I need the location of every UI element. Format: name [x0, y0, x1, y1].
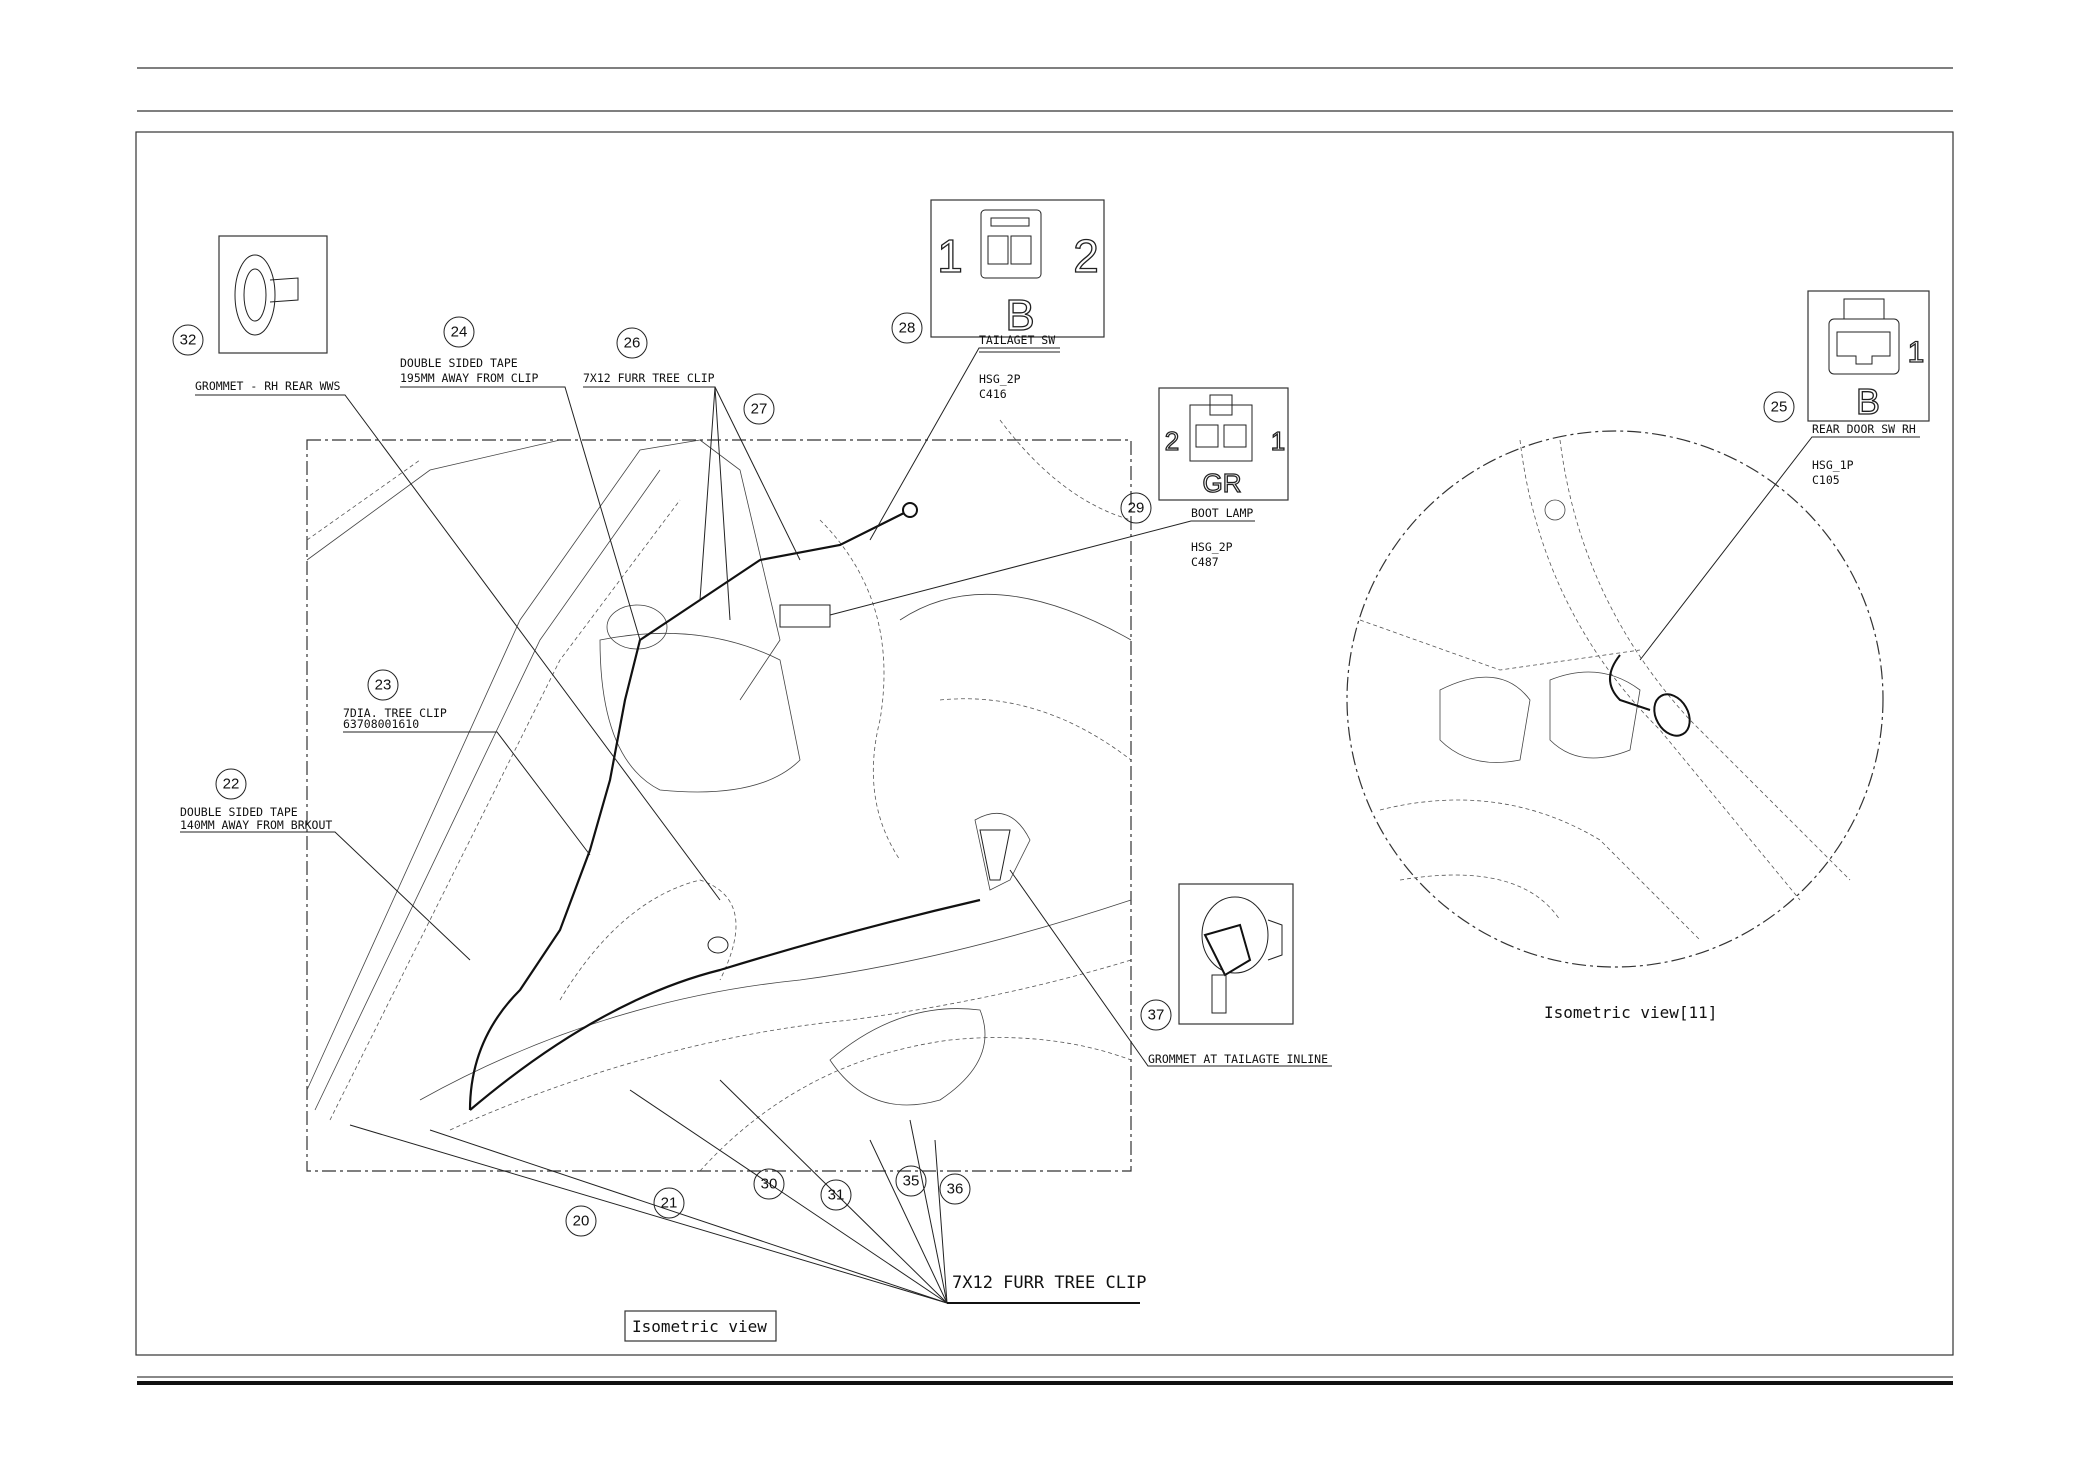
- label-tape-24-line2: 195MM AWAY FROM CLIP: [400, 371, 539, 385]
- detail-view-title: Isometric view[11]: [1544, 1003, 1717, 1022]
- label-tailgate-sw: TAILAGET SW: [979, 333, 1055, 347]
- svg-text:30: 30: [761, 1176, 778, 1193]
- label-tailgate-code: C416: [979, 387, 1007, 401]
- connector-tailgate-sw-face: 1 2 B: [930, 199, 1105, 341]
- svg-text:37: 37: [1148, 1007, 1165, 1024]
- leader-lines: [180, 347, 1920, 1304]
- svg-text:28: 28: [899, 320, 916, 337]
- callout-26: 26: [616, 327, 648, 359]
- wire-harness: [468, 502, 1011, 1111]
- wire-color-label: B: [1856, 381, 1880, 422]
- svg-text:24: 24: [451, 324, 468, 341]
- grommet-32-illustration: [218, 235, 328, 354]
- callout-23: 23: [367, 669, 399, 701]
- label-tape-24-line1: DOUBLE SIDED TAPE: [400, 356, 518, 370]
- annotation-labels: GROMMET - RH REAR WWS DOUBLE SIDED TAPE …: [180, 333, 1916, 1342]
- pin-label-left: 2: [1165, 426, 1179, 456]
- callout-35: 35: [895, 1165, 927, 1197]
- label-rear-door-sw: REAR DOOR SW RH: [1812, 422, 1916, 436]
- svg-text:20: 20: [573, 1213, 590, 1230]
- callout-36: 36: [939, 1173, 971, 1205]
- main-isometric-view: [306, 419, 1132, 1172]
- callout-32: 32: [172, 324, 204, 356]
- label-grommet-rh-rear: GROMMET - RH REAR WWS: [195, 379, 340, 393]
- svg-text:23: 23: [375, 677, 392, 694]
- svg-text:32: 32: [180, 332, 197, 349]
- svg-text:22: 22: [223, 776, 240, 793]
- svg-text:21: 21: [661, 1195, 678, 1212]
- detail-isometric-view: [1346, 430, 1884, 968]
- main-view-title: Isometric view: [632, 1317, 767, 1336]
- callout-24: 24: [443, 316, 475, 348]
- label-underlines: [979, 351, 1255, 522]
- label-clip-main: 7X12 FURR TREE CLIP: [952, 1273, 1146, 1293]
- pin-label-right: 2: [1073, 230, 1099, 282]
- callout-21: 21: [653, 1187, 685, 1219]
- pin-label-right: 1: [1271, 426, 1285, 456]
- connector-rear-door-sw-face: 1 B: [1807, 290, 1930, 423]
- callout-25: 25: [1763, 391, 1795, 423]
- pin-label-left: 1: [937, 230, 963, 282]
- connector-boot-lamp-face: 2 1 GR: [1158, 387, 1289, 501]
- svg-text:35: 35: [903, 1173, 920, 1190]
- label-rear-door-code: C105: [1812, 473, 1840, 487]
- label-rear-door-housing: HSG_1P: [1812, 458, 1854, 472]
- pin-label: 1: [1908, 336, 1925, 369]
- callout-22: 22: [215, 768, 247, 800]
- callout-27: 27: [743, 393, 775, 425]
- callout-20: 20: [565, 1205, 597, 1237]
- svg-text:31: 31: [828, 1187, 845, 1204]
- label-clip-23-line2: 63708001610: [343, 717, 419, 731]
- label-boot-lamp-housing: HSG_2P: [1191, 540, 1233, 554]
- label-clip-26: 7X12 FURR TREE CLIP: [583, 371, 715, 385]
- svg-text:29: 29: [1128, 500, 1145, 517]
- svg-text:26: 26: [624, 335, 641, 352]
- label-boot-lamp: BOOT LAMP: [1191, 506, 1253, 520]
- grommet-37-illustration: [1178, 883, 1294, 1025]
- callout-28: 28: [891, 312, 923, 344]
- label-grommet-tailgate: GROMMET AT TAILAGTE INLINE: [1148, 1052, 1328, 1066]
- svg-text:27: 27: [751, 401, 768, 418]
- label-tape-22-line1: DOUBLE SIDED TAPE: [180, 805, 298, 819]
- callout-bubbles: 32 24 26 27 28 29 25 23 22 37 20 21 30 3…: [172, 312, 1795, 1237]
- callout-29: 29: [1120, 492, 1152, 524]
- svg-text:36: 36: [947, 1181, 964, 1198]
- car-body-outline: [306, 419, 1132, 1172]
- label-boot-lamp-code: C487: [1191, 555, 1219, 569]
- wire-color-label: GR: [1203, 468, 1242, 498]
- svg-text:25: 25: [1771, 399, 1788, 416]
- callout-30: 30: [753, 1168, 785, 1200]
- wire-color-label: B: [1005, 291, 1034, 340]
- label-clip-23-line1: 7DIA. TREE CLIP: [343, 706, 447, 720]
- label-tape-22-line2: 140MM AWAY FROM BRKOUT: [180, 818, 332, 832]
- label-tailgate-housing: HSG_2P: [979, 372, 1021, 386]
- callout-37: 37: [1140, 999, 1172, 1031]
- sheet-border: [135, 67, 1954, 1385]
- callout-31: 31: [820, 1179, 852, 1211]
